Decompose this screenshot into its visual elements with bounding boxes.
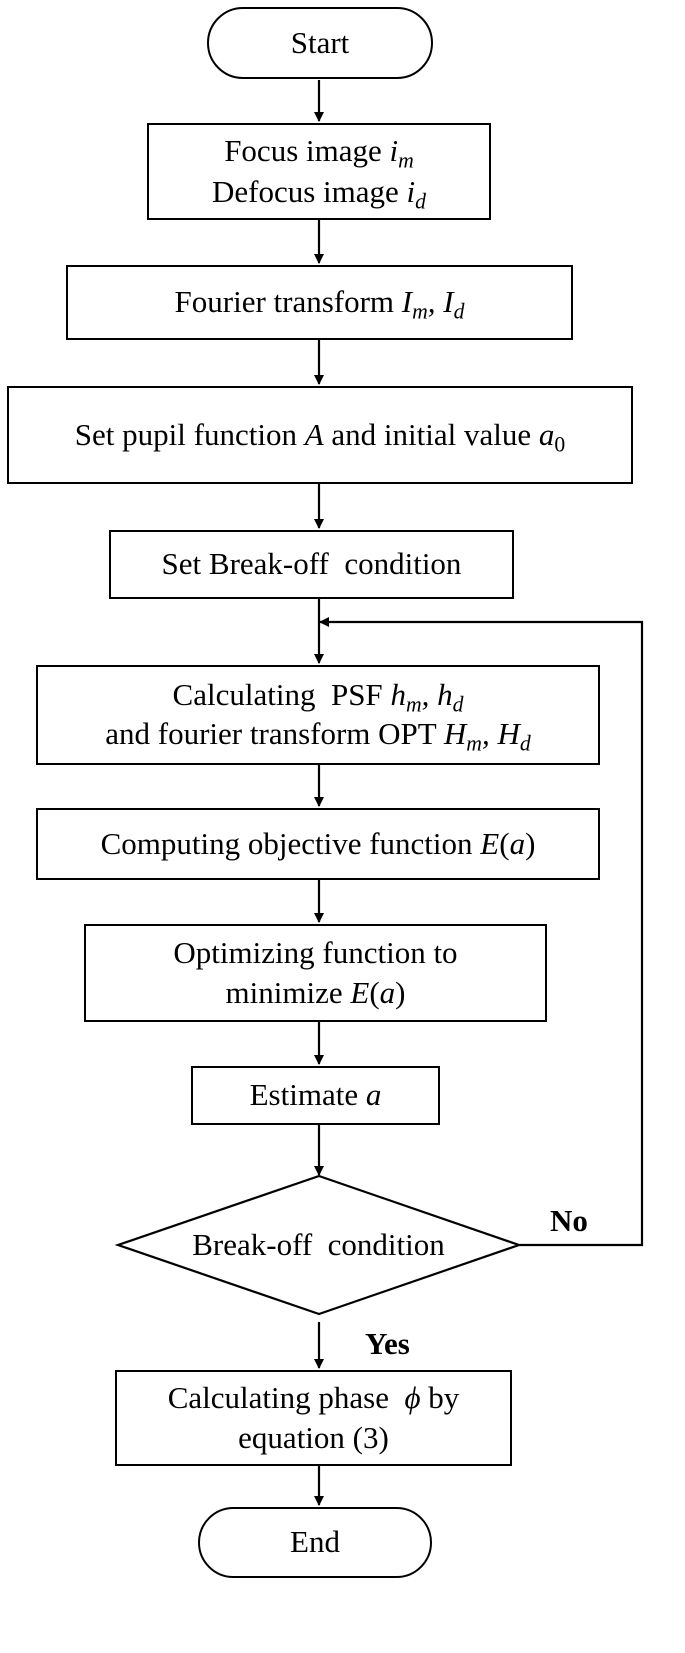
no-label: No bbox=[550, 1203, 588, 1238]
pupil-var: A bbox=[304, 416, 324, 452]
psf-sub-2: d bbox=[452, 692, 464, 717]
fourier-transform-box: Fourier transform Im, Id bbox=[66, 265, 573, 340]
opt-sub-2: d bbox=[519, 731, 531, 756]
objective-function-box: Computing objective function E(a) bbox=[36, 808, 600, 880]
optimize-arg: a bbox=[379, 975, 396, 1010]
phase-text: Calculating phase bbox=[167, 1379, 389, 1415]
phase-box: Calculating phase ϕ by equation (3) bbox=[115, 1370, 512, 1466]
estimate-line: Estimate a bbox=[250, 1075, 382, 1115]
fourier-var-2: I bbox=[443, 284, 454, 320]
optimize-var: E bbox=[350, 975, 370, 1010]
objective-var: E bbox=[480, 825, 500, 861]
focus-image-line: Focus image im bbox=[224, 131, 414, 171]
defocus-image-text: Defocus image bbox=[211, 173, 399, 209]
focus-image-text: Focus image bbox=[224, 133, 382, 169]
decision-diamond bbox=[114, 1174, 523, 1316]
opt-text: and fourier transform OPT bbox=[105, 716, 437, 751]
objective-line: Computing objective function E(a) bbox=[100, 825, 536, 861]
fourier-transform-line: Fourier transform Im, Id bbox=[174, 284, 465, 324]
psf-text: Calculating PSF bbox=[172, 677, 383, 713]
pupil-var-2: a bbox=[538, 416, 555, 452]
decision-label: Break-off condition bbox=[192, 1227, 445, 1262]
opt-var-1: H bbox=[443, 716, 467, 751]
opt-sub-1: m bbox=[466, 731, 482, 756]
phase-line-1: Calculating phase ϕ by bbox=[168, 1378, 460, 1418]
optimize-text: minimize bbox=[225, 975, 343, 1010]
edge-decision-no-loop bbox=[319, 617, 644, 1247]
defocus-image-sub: d bbox=[415, 189, 426, 213]
defocus-image-line: Defocus image id bbox=[212, 172, 426, 212]
opt-var-2: H bbox=[497, 716, 520, 751]
pupil-text-2: and initial value bbox=[331, 416, 532, 452]
estimate-var: a bbox=[365, 1077, 382, 1113]
fourier-sub-1: m bbox=[412, 299, 428, 324]
set-breakoff-box: Set Break-off condition bbox=[109, 530, 514, 599]
pupil-function-box: Set pupil function A and initial value a… bbox=[7, 386, 633, 484]
objective-arg: a bbox=[509, 825, 526, 861]
optimize-line-2: minimize E(a) bbox=[225, 975, 406, 1010]
estimate-text: Estimate bbox=[249, 1077, 359, 1113]
yes-label: Yes bbox=[365, 1326, 410, 1361]
optimize-box: Optimizing function to minimize E(a) bbox=[84, 924, 547, 1022]
phase-by: by bbox=[428, 1379, 460, 1415]
pupil-text-1: Set pupil function bbox=[74, 416, 297, 452]
set-breakoff-label: Set Break-off condition bbox=[161, 546, 462, 582]
focus-image-var: i bbox=[389, 133, 399, 169]
psf-line: Calculating PSF hm, hd bbox=[172, 677, 464, 717]
phase-line-2: equation (3) bbox=[238, 1420, 389, 1455]
estimate-box: Estimate a bbox=[191, 1066, 440, 1125]
pupil-sub-2: 0 bbox=[554, 432, 566, 457]
opt-line: and fourier transform OPT Hm, Hd bbox=[105, 716, 531, 756]
start-terminal: Start bbox=[207, 7, 433, 79]
fourier-var-1: I bbox=[401, 284, 413, 320]
fourier-sub-2: d bbox=[453, 299, 465, 324]
objective-text: Computing objective function bbox=[100, 825, 473, 861]
end-terminal: End bbox=[198, 1507, 432, 1578]
end-label: End bbox=[290, 1524, 340, 1560]
start-label: Start bbox=[290, 24, 350, 60]
psf-opt-box: Calculating PSF hm, hd and fourier trans… bbox=[36, 665, 600, 765]
load-images-box: Focus image im Defocus image id bbox=[147, 123, 491, 220]
pupil-function-line: Set pupil function A and initial value a… bbox=[75, 415, 565, 455]
psf-var-2: h bbox=[437, 677, 453, 713]
optimize-line-1: Optimizing function to bbox=[173, 934, 458, 970]
psf-sub-1: m bbox=[405, 692, 422, 717]
fourier-text: Fourier transform bbox=[174, 284, 395, 320]
phase-symbol: ϕ bbox=[404, 1379, 421, 1415]
defocus-image-var: i bbox=[406, 173, 416, 209]
focus-image-sub: m bbox=[398, 148, 414, 173]
psf-var-1: h bbox=[390, 677, 406, 713]
